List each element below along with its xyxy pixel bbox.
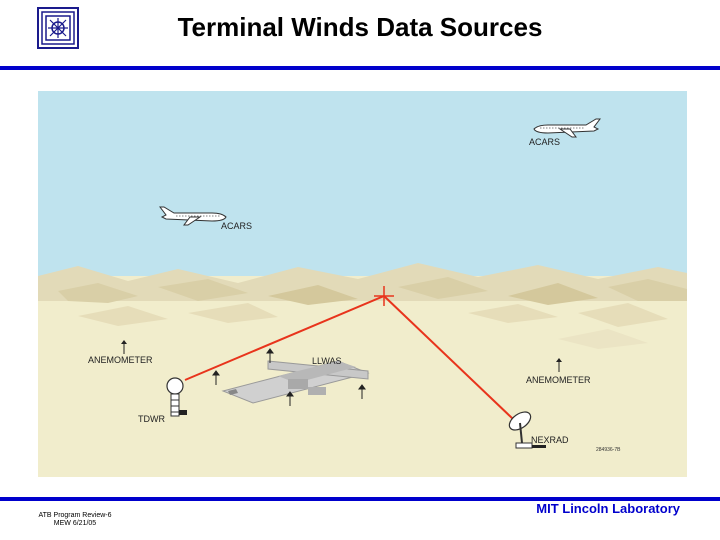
footer-program-info: ATB Program Review-6 MEW 6/21/05 [30,512,120,528]
footer-lab-name: MIT Lincoln Laboratory [536,501,680,516]
measurement-point-marker [374,286,394,306]
tdwr-radar-icon [166,377,187,417]
nexrad-label: NEXRAD [531,435,569,445]
nexrad-beam [383,295,514,420]
terrain-hills [38,263,687,349]
acars-top-label: ACARS [529,137,560,147]
footer-divider [0,497,720,501]
tdwr-label: TDWR [138,414,165,424]
footer-line-1: ATB Program Review-6 [38,512,112,519]
page-title: Terminal Winds Data Sources [177,12,543,42]
aircraft-top-icon [533,118,601,138]
llwas-sensor-icon [212,348,366,406]
acars-left-label: ACARS [221,221,252,231]
tdwr-beam [184,295,385,381]
mit-ll-logo-icon [37,7,79,49]
airport-runways [221,360,370,404]
footer-line-2: MEW 6/21/05 [53,520,97,527]
header-divider [0,66,720,70]
aircraft-left-icon [159,206,227,226]
anemometer-right-label: ANEMOMETER [526,375,591,385]
sky-area [38,91,687,276]
anemometer-left-label: ANEMOMETER [88,355,153,365]
terminal-winds-diagram: ACARS ACARS ANEMOMETER LLWAS ANEMOMETER … [38,91,687,477]
nexrad-radar-icon [508,411,546,449]
anemometer-right-icon [556,358,562,372]
figure-id: 284936-7B [596,447,621,453]
llwas-label: LLWAS [312,356,342,366]
anemometer-left-icon [121,340,127,354]
